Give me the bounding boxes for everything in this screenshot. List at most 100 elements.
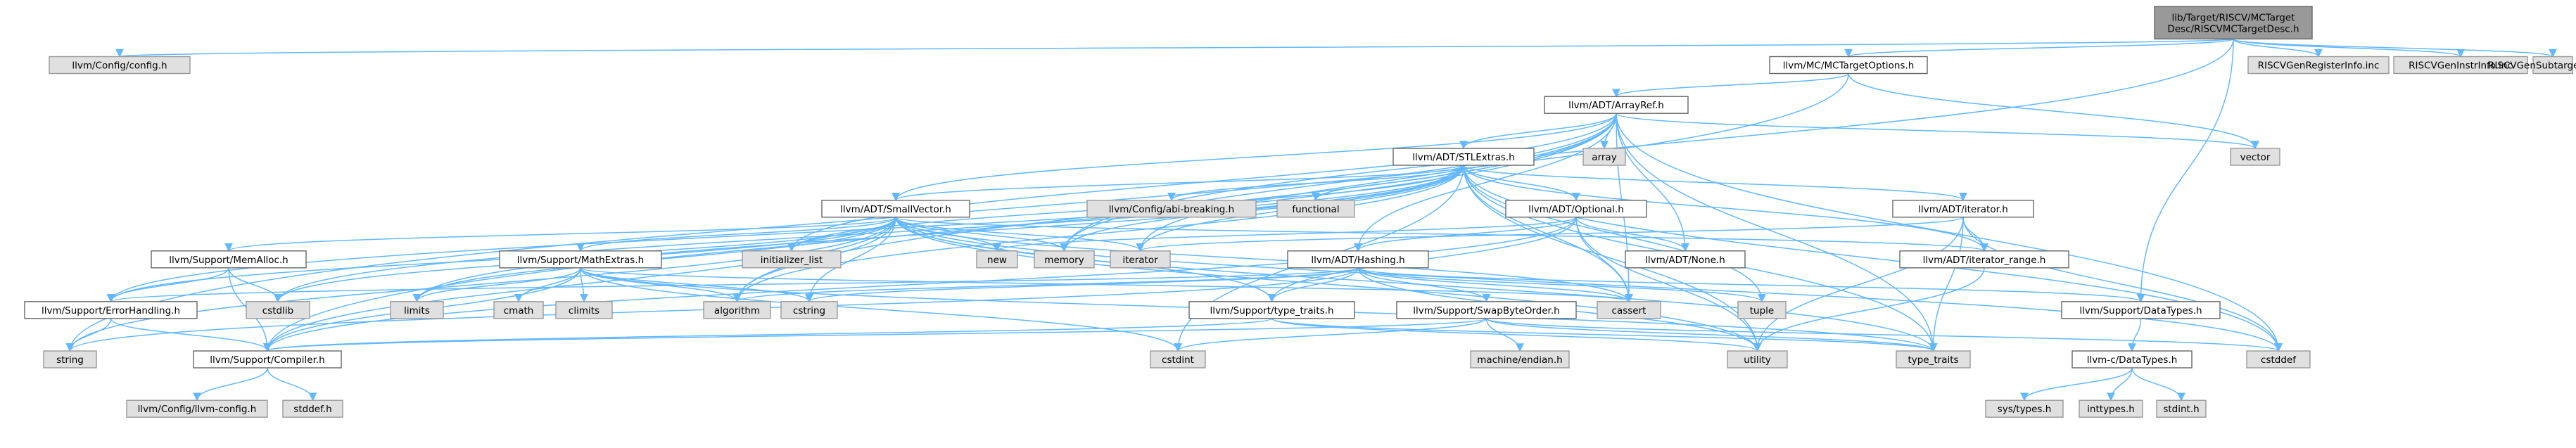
node-datatypes[interactable]: llvm/Support/DataTypes.h — [2061, 301, 2221, 319]
node-utility[interactable]: utility — [1727, 350, 1788, 369]
node-iterator[interactable]: iterator — [1110, 250, 1171, 269]
node-subtarget[interactable]: RISCVGenSubtargetInfo.inc — [2488, 56, 2576, 75]
node-label: RISCVGenRegisterInfo.inc — [2258, 60, 2380, 72]
node-mctarget[interactable]: llvm/MC/MCTargetOptions.h — [1769, 56, 1928, 75]
edge-typetraits_h-to-compiler — [263, 318, 1273, 352]
node-type-traits[interactable]: type_traits — [1896, 350, 1971, 369]
node-new[interactable]: new — [976, 250, 1018, 269]
node-swapbyte[interactable]: llvm/Support/SwapByteOrder.h — [1396, 301, 1577, 319]
node-box — [1470, 350, 1570, 369]
node-cstring[interactable]: cstring — [780, 301, 838, 319]
node-box — [2061, 301, 2221, 319]
node-llvmconfig[interactable]: llvm/Config/llvm-config.h — [126, 399, 268, 418]
node-stlextras[interactable]: llvm/ADT/STLExtras.h — [1392, 148, 1535, 166]
node-array[interactable]: array — [1582, 148, 1626, 166]
node-label: llvm/Support/DataTypes.h — [2079, 305, 2202, 316]
node-errhandling[interactable]: llvm/Support/ErrorHandling.h — [24, 301, 198, 319]
node-iterator-h[interactable]: llvm/ADT/iterator.h — [1892, 200, 2034, 218]
node-box — [1188, 301, 1355, 319]
node-label: type_traits — [1908, 354, 1958, 366]
edge-root-to-datatypes — [2136, 39, 2234, 302]
edge-stlextras-to-cstdlib — [274, 165, 1464, 302]
node-label: llvm/ADT/iterator.h — [1918, 204, 2008, 215]
edge-mathextras-to-cmath — [514, 267, 581, 302]
node-root[interactable]: lib/Target/RISCV/MCTargetDesc/RISCVMCTar… — [2154, 6, 2313, 40]
node-label: llvm/Support/MemAlloc.h — [169, 255, 288, 266]
node-cmath[interactable]: cmath — [493, 301, 544, 319]
nodes-layer: lib/Target/RISCV/MCTargetDesc/RISCVMCTar… — [24, 6, 2576, 418]
node-cstddef[interactable]: cstddef — [2246, 350, 2311, 369]
edge-iterator_h-to-utility — [1753, 217, 1964, 352]
node-label: llvm/MC/MCTargetOptions.h — [1783, 60, 1915, 72]
node-limits[interactable]: limits — [390, 301, 444, 319]
edge-mathextras-to-cstring — [580, 267, 813, 302]
node-label: llvm/ADT/None.h — [1645, 255, 1725, 266]
edge-smallvector-to-cstddef — [895, 217, 2283, 352]
node-box — [43, 350, 97, 369]
edge-mathextras-to-limits — [412, 267, 581, 302]
node-label: stdint.h — [2163, 404, 2199, 415]
node-box — [1505, 200, 1647, 218]
node-instrinfo[interactable]: RISCVGenInstrInfo.inc — [2393, 56, 2528, 75]
edge-hashing-to-typetraits_h — [1267, 267, 1359, 302]
edge-smallvector-to-memory — [895, 217, 1069, 252]
node-iter-range[interactable]: llvm/ADT/iterator_range.h — [1899, 250, 2069, 269]
node-abibreak[interactable]: llvm/Config/abi-breaking.h — [1086, 200, 1257, 218]
node-stddef[interactable]: stddef.h — [282, 399, 343, 418]
node-string[interactable]: string — [43, 350, 97, 369]
node-box — [151, 250, 307, 269]
edge-mathextras-to-cstdint — [580, 267, 1182, 352]
node-vector[interactable]: vector — [2230, 148, 2280, 166]
node-box — [2071, 350, 2193, 369]
node-box — [2079, 399, 2143, 418]
node-cstdlib[interactable]: cstdlib — [246, 301, 310, 319]
node-label: llvm/Support/type_traits.h — [1210, 305, 1333, 316]
node-box — [1985, 399, 2064, 418]
node-hashing[interactable]: llvm/ADT/Hashing.h — [1287, 250, 1429, 269]
node-memalloc[interactable]: llvm/Support/MemAlloc.h — [151, 250, 307, 269]
node-reginfo[interactable]: RISCVGenRegisterInfo.inc — [2247, 56, 2390, 75]
edge-hashing-to-tuple — [1357, 267, 1766, 302]
edge-arrayref-to-hashing — [1354, 113, 1617, 252]
node-stdint[interactable]: stdint.h — [2156, 399, 2207, 418]
node-cstdint[interactable]: cstdint — [1150, 350, 1206, 369]
node-box — [1769, 56, 1928, 75]
edge-mctarget-to-arrayref — [1612, 72, 1849, 98]
edge-hashing-to-swapbyte — [1357, 267, 1491, 302]
node-mathextras[interactable]: llvm/Support/MathExtras.h — [499, 250, 662, 269]
edge-root-to-mctarget — [1844, 38, 2234, 58]
node-box — [555, 301, 613, 319]
node-compiler[interactable]: llvm/Support/Compiler.h — [193, 350, 342, 369]
node-arrayref[interactable]: llvm/ADT/ArrayRef.h — [1544, 96, 1689, 114]
node-typetraits-h[interactable]: llvm/Support/type_traits.h — [1188, 301, 1355, 319]
node-tuple[interactable]: tuple — [1737, 301, 1787, 319]
edge-arrayref-to-stlextras — [1459, 113, 1617, 150]
node-algorithm[interactable]: algorithm — [703, 301, 771, 319]
node-label: memory — [1044, 255, 1084, 266]
node-none[interactable]: llvm/ADT/None.h — [1625, 250, 1746, 269]
node-label: llvm/Support/ErrorHandling.h — [42, 305, 180, 316]
node-optional[interactable]: llvm/ADT/Optional.h — [1505, 200, 1647, 218]
node-label: llvm/ADT/Hashing.h — [1311, 255, 1404, 266]
node-init-list[interactable]: initializer_list — [742, 250, 842, 269]
node-label: array — [1592, 152, 1616, 163]
node-label: llvm/Config/abi-breaking.h — [1109, 204, 1234, 215]
edge-swapbyte-to-endian — [1485, 318, 1524, 352]
node-box — [2154, 6, 2313, 40]
node-smallvector[interactable]: llvm/ADT/SmallVector.h — [821, 200, 970, 218]
node-systypes[interactable]: sys/types.h — [1985, 399, 2064, 418]
node-label: llvm/ADT/iterator_range.h — [1923, 255, 2046, 266]
node-inttypes[interactable]: inttypes.h — [2079, 399, 2143, 418]
node-box — [1899, 250, 2069, 269]
node-endian[interactable]: machine/endian.h — [1470, 350, 1570, 369]
node-config[interactable]: llvm/Config/config.h — [49, 56, 191, 75]
node-c-datatypes[interactable]: llvm-c/DataTypes.h — [2071, 350, 2193, 369]
node-functional[interactable]: functional — [1276, 200, 1355, 218]
node-label: climits — [569, 305, 599, 316]
node-climits[interactable]: climits — [555, 301, 613, 319]
node-memory[interactable]: memory — [1034, 250, 1095, 269]
node-box — [1276, 200, 1355, 218]
edge-hashing-to-cassert — [1357, 267, 1633, 302]
node-cassert[interactable]: cassert — [1597, 301, 1661, 319]
node-box — [193, 350, 342, 369]
